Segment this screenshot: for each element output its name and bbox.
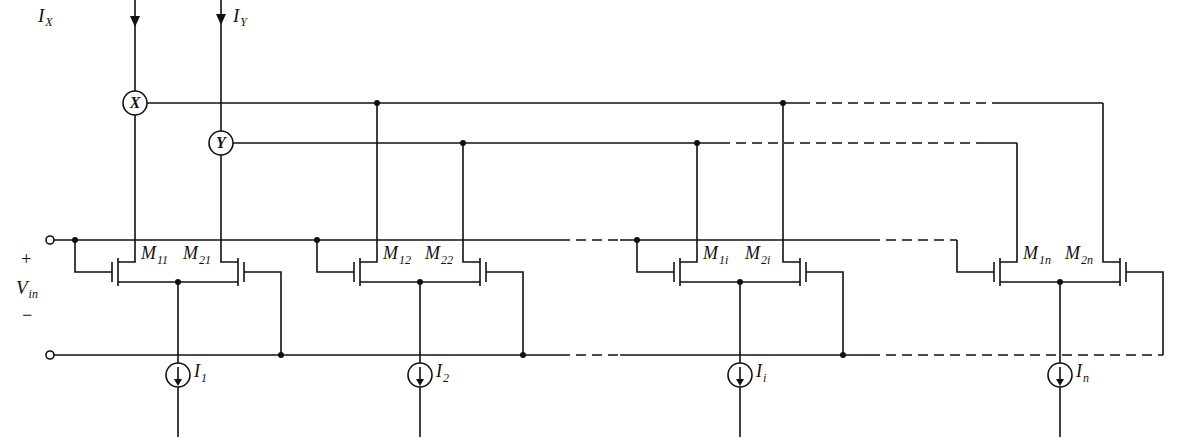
arrowhead xyxy=(130,16,140,27)
wire xyxy=(233,142,720,144)
device-name: M xyxy=(425,244,440,262)
node-label: X xyxy=(122,95,148,111)
source-arrow xyxy=(178,367,1060,381)
current-symbol: I xyxy=(756,362,762,380)
arrowhead xyxy=(1056,379,1064,386)
wire xyxy=(620,239,870,241)
wire-dashed xyxy=(870,354,1163,356)
wire xyxy=(980,142,1017,144)
wire-dashed xyxy=(720,142,980,144)
arrowhead xyxy=(736,379,744,386)
device-name: M xyxy=(183,244,198,262)
transistor-pair xyxy=(637,103,843,437)
wire xyxy=(134,0,136,91)
terminal xyxy=(46,351,54,359)
junction xyxy=(840,352,846,358)
device-index: 11 xyxy=(157,254,168,266)
wire xyxy=(1000,102,1103,104)
device-index: 1i xyxy=(719,254,728,266)
current-symbol: I xyxy=(194,362,200,380)
source-index: i xyxy=(763,372,766,384)
source-index: 2 xyxy=(443,372,449,384)
wire xyxy=(54,239,560,241)
current-symbol: I xyxy=(1076,362,1082,380)
arrowhead xyxy=(416,379,424,386)
junction xyxy=(374,100,380,106)
device-name: M xyxy=(1065,244,1080,262)
terminal xyxy=(46,236,54,244)
device-name: M xyxy=(1023,244,1038,262)
wire xyxy=(620,354,870,356)
node-label: Y xyxy=(208,135,234,151)
junction xyxy=(694,140,700,146)
arrowhead xyxy=(216,14,226,25)
polarity-sign: + xyxy=(20,250,32,268)
source-index: 1 xyxy=(201,372,207,384)
voltage-symbol: V xyxy=(16,278,28,297)
current-symbol: I xyxy=(436,362,442,380)
junction xyxy=(175,279,181,285)
junction xyxy=(737,279,743,285)
device-name: M xyxy=(745,244,760,262)
signal-subscript: in xyxy=(29,288,38,300)
junction xyxy=(1057,279,1063,285)
wire-dashed xyxy=(800,102,1000,104)
wire xyxy=(147,102,800,104)
device-index: 12 xyxy=(399,254,411,266)
transistor-pair xyxy=(75,115,281,437)
junction xyxy=(278,352,284,358)
source-index: n xyxy=(1083,372,1089,384)
wires xyxy=(46,0,1163,437)
polarity-sign: − xyxy=(21,306,33,324)
device-index: 2n xyxy=(1081,254,1093,266)
device-name: M xyxy=(141,244,156,262)
current-symbol: I xyxy=(38,6,44,25)
junction xyxy=(72,237,78,243)
junction xyxy=(634,237,640,243)
wire-dashed xyxy=(560,354,620,356)
transistor-pair xyxy=(957,103,1163,437)
junction xyxy=(780,100,786,106)
arrowheads xyxy=(130,14,1064,386)
wire-dashed xyxy=(870,239,957,241)
junction xyxy=(314,237,320,243)
arrowhead xyxy=(174,379,182,386)
current-symbol: I xyxy=(233,6,239,25)
circle-shape xyxy=(123,91,147,115)
junction xyxy=(417,279,423,285)
signal-subscript: Y xyxy=(240,16,247,28)
junction xyxy=(520,352,526,358)
junction-dots xyxy=(72,100,1063,358)
wire-dashed xyxy=(560,239,620,241)
transistor-pair xyxy=(317,103,523,437)
node-circle: Y xyxy=(208,130,234,156)
device-index: 2i xyxy=(761,254,770,266)
node-circle: X xyxy=(122,90,148,116)
device-index: 21 xyxy=(199,254,211,266)
wire xyxy=(54,354,560,356)
device-index: 22 xyxy=(441,254,453,266)
device-index: 1n xyxy=(1039,254,1051,266)
circle-shape xyxy=(209,131,233,155)
device-name: M xyxy=(383,244,398,262)
device-name: M xyxy=(703,244,718,262)
junction xyxy=(460,140,466,146)
signal-subscript: X xyxy=(45,16,52,28)
